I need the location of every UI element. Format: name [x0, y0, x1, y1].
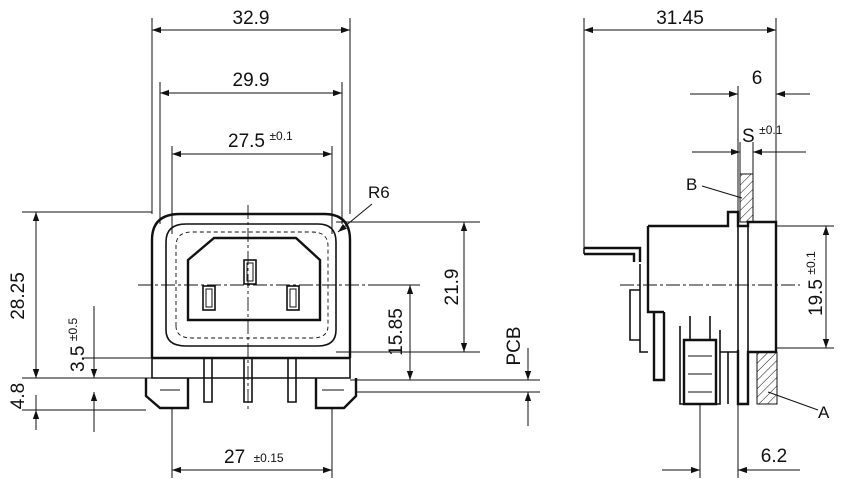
right-foot	[314, 378, 358, 410]
dim-panel-thickness: S	[742, 126, 755, 147]
dim-height-center: 15.85	[386, 308, 407, 356]
contact-pins	[202, 259, 300, 311]
front-extension-lines	[22, 18, 540, 478]
label-pcb: PCB	[504, 326, 525, 365]
left-foot	[144, 378, 190, 410]
dim-pin-spacing-group: 27 ±0.15	[224, 447, 284, 468]
side-view: 31.45 6 S ±0.1 B A 19.5 ±0.1 6.2	[583, 8, 834, 478]
dim-height-face: 19.5	[806, 279, 827, 316]
dim-panel-thickness-tol: ±0.1	[759, 123, 783, 137]
dim-height-pin-group: 3.5 ±0.5	[66, 318, 89, 372]
dim-depth-total: 31.45	[656, 8, 704, 29]
dim-height-pin-tol: ±0.5	[66, 318, 80, 342]
side-body	[583, 210, 778, 406]
label-a: A	[818, 403, 830, 422]
dim-height-total: 28.25	[8, 272, 29, 320]
dim-width-inner: 27.5	[228, 131, 265, 152]
dim-width-outer: 32.9	[233, 8, 270, 29]
dim-height-inner: 21.9	[442, 269, 463, 306]
dim-depth-flange: 6	[752, 68, 763, 89]
dim-pin-spacing: 27	[224, 447, 245, 468]
label-corner-radius: R6	[368, 183, 390, 202]
front-housing	[144, 212, 358, 410]
dim-width-body: 29.9	[233, 70, 270, 91]
dim-width-inner-tol: ±0.1	[269, 129, 293, 143]
dim-height-pin: 3.5	[68, 346, 89, 372]
panel-section-lower	[756, 351, 778, 405]
panel-section-upper	[739, 173, 754, 223]
side-dimension-lines	[584, 26, 830, 474]
side-lead	[584, 246, 642, 262]
dim-height-face-tol: ±0.1	[804, 251, 818, 275]
front-view: 32.9 29.9 27.5 ±0.1 R6 28.25 4.8 3.5 ±0.…	[8, 8, 540, 478]
dim-panel-thickness-group: S ±0.1	[742, 123, 783, 147]
solder-pins	[203, 358, 297, 403]
dim-width-inner-group: 27.5 ±0.1	[228, 129, 293, 152]
inlet-opening	[186, 236, 322, 322]
dim-pin-offset: 6.2	[761, 446, 787, 467]
dim-height-base: 4.8	[8, 383, 29, 409]
dim-height-face-group: 19.5 ±0.1	[804, 251, 827, 316]
dim-pin-spacing-tol: ±0.15	[254, 451, 284, 465]
label-b: B	[686, 175, 697, 194]
front-dimension-lines	[32, 26, 532, 474]
